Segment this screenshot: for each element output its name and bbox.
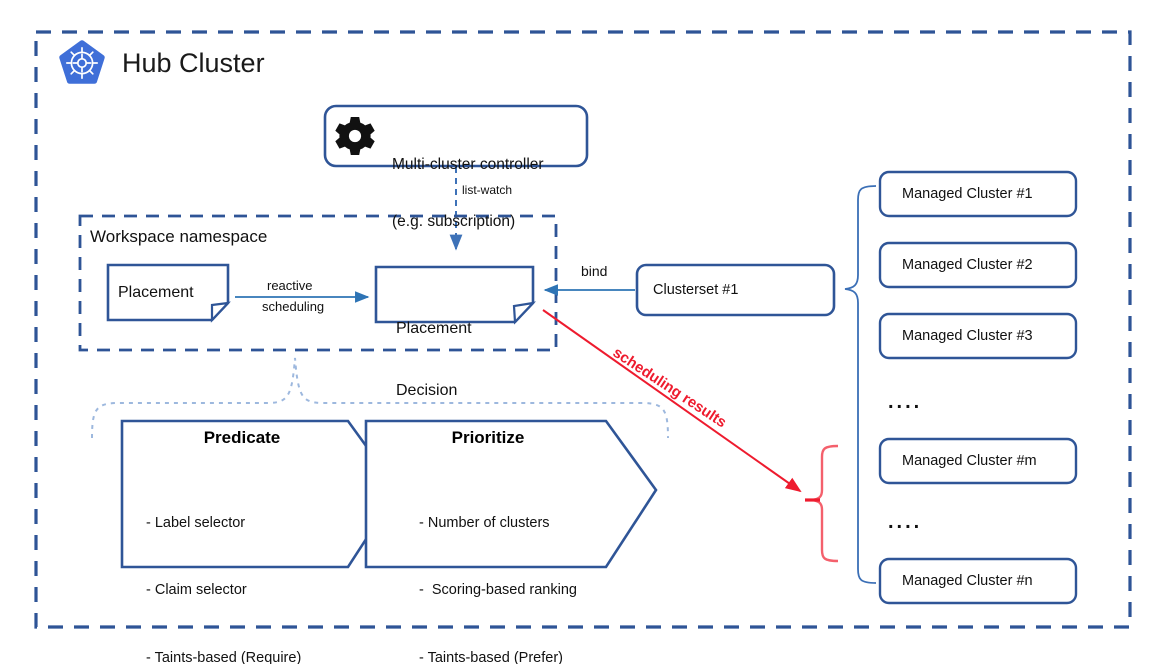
managed-cluster-label-3: Managed Cluster #3: [902, 328, 1033, 344]
predicate-list: - Label selector - Claim selector - Tain…: [146, 467, 301, 664]
bind-label: bind: [581, 263, 608, 279]
predicate-title: Predicate: [203, 428, 281, 447]
reactive-scheduling-line-1: reactive: [267, 278, 313, 293]
clusterset-label: Clusterset #1: [653, 282, 739, 298]
controller-line-1: Multi-cluster controller: [392, 155, 544, 173]
placement-decision-line-2: Decision: [396, 381, 458, 399]
placement-decision-line-1: Placement: [396, 319, 472, 337]
prioritize-list: - Number of clusters - Scoring-based ran…: [419, 467, 577, 664]
gear-icon: [335, 117, 375, 155]
predicate-item-0: - Label selector: [146, 514, 246, 531]
prioritize-item-0: - Number of clusters: [419, 514, 550, 531]
scheduler-stage-brace: [91, 357, 669, 439]
placement-decision-label: Placement Decision: [396, 277, 472, 443]
prioritize-item-2: - Taints-based (Prefer): [419, 649, 563, 664]
multi-cluster-controller-label: Multi-cluster controller (e.g. subscript…: [392, 118, 544, 270]
predicate-item-1: - Claim selector: [146, 582, 247, 599]
placement-label: Placement: [118, 284, 194, 301]
kubernetes-icon: [59, 40, 105, 84]
reactive-scheduling-line-2: scheduling: [262, 299, 325, 314]
prioritize-item-1: - Scoring-based ranking: [419, 582, 577, 599]
list-watch-label: list-watch: [462, 183, 513, 197]
managed-cluster-label-2: Managed Cluster #2: [902, 257, 1033, 273]
scheduling-results-label: scheduling results: [609, 344, 730, 432]
managed-cluster-label-1: Managed Cluster #1: [902, 186, 1033, 202]
predicate-item-2: - Taints-based (Require): [146, 649, 302, 664]
managed-cluster-label-4: Managed Cluster #m: [902, 453, 1037, 469]
managed-cluster-label-5: Managed Cluster #n: [902, 573, 1033, 589]
ellipsis-lower: ....: [888, 511, 923, 533]
scheduling-result-brace: [811, 444, 839, 563]
page-title: Hub Cluster: [122, 48, 265, 78]
workspace-namespace-label: Workspace namespace: [90, 227, 268, 246]
ellipsis-upper: ....: [888, 391, 923, 413]
managed-clusters-brace: [844, 185, 877, 584]
prioritize-title: Prioritize: [451, 428, 525, 447]
controller-line-2: (e.g. subscription): [392, 213, 516, 231]
